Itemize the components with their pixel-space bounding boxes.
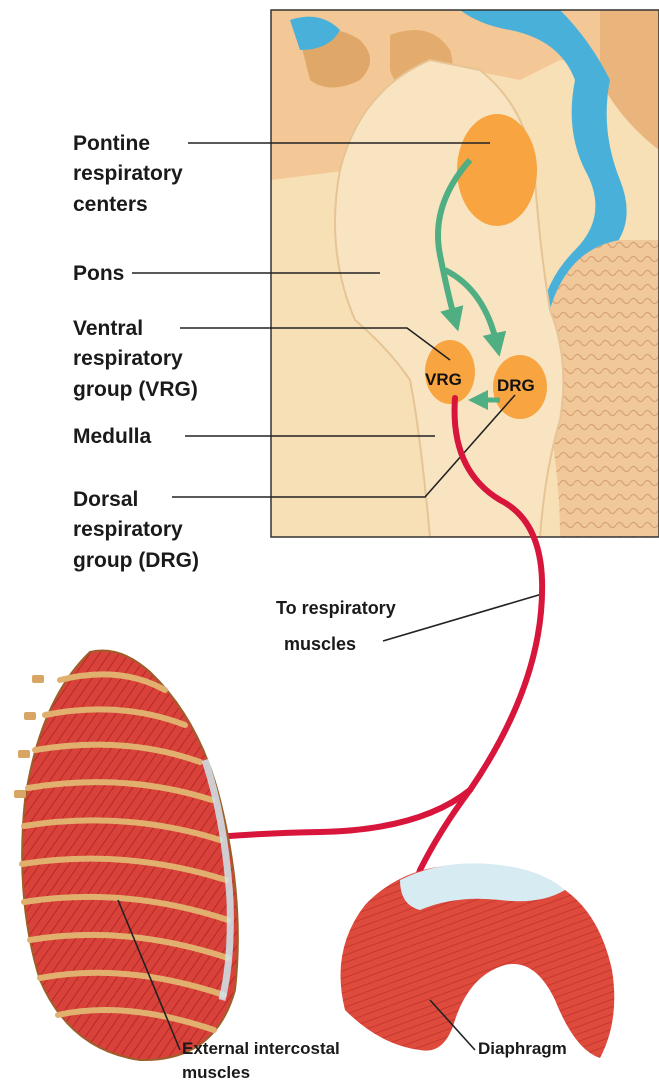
pontine-label-line3: centers: [73, 193, 148, 216]
vrg-long-label-line1: Ventral: [73, 317, 143, 340]
intercostal-label-line1: External intercostal: [182, 1039, 340, 1058]
to-muscles-label-line1: To respiratory: [276, 598, 396, 618]
pontine-label-line1: Pontine: [73, 132, 150, 155]
vrg-long-label-line3: group (VRG): [73, 378, 198, 401]
vrg-long-label-line2: respiratory: [73, 347, 183, 370]
pontine-label-line2: respiratory: [73, 162, 183, 185]
drg-label: DRG: [497, 376, 535, 395]
pons-label: Pons: [73, 262, 124, 285]
drg-long-label-line2: respiratory: [73, 518, 183, 541]
to-muscles-leader: [383, 594, 542, 641]
diaphragm: [341, 863, 615, 1058]
intercostal-label-line2: muscles: [182, 1063, 250, 1082]
to-muscles-label-line2: muscles: [284, 634, 356, 654]
medulla-label: Medulla: [73, 425, 151, 448]
diaphragm-label: Diaphragm: [478, 1039, 567, 1058]
left-labels: Pontine respiratory centers Pons Ventral…: [73, 132, 199, 572]
drg-long-label-line1: Dorsal: [73, 488, 138, 511]
rib-cage: [14, 651, 238, 1060]
drg-long-label-line3: group (DRG): [73, 549, 199, 572]
pontine-nucleus: [457, 114, 537, 226]
vrg-label: VRG: [425, 370, 462, 389]
